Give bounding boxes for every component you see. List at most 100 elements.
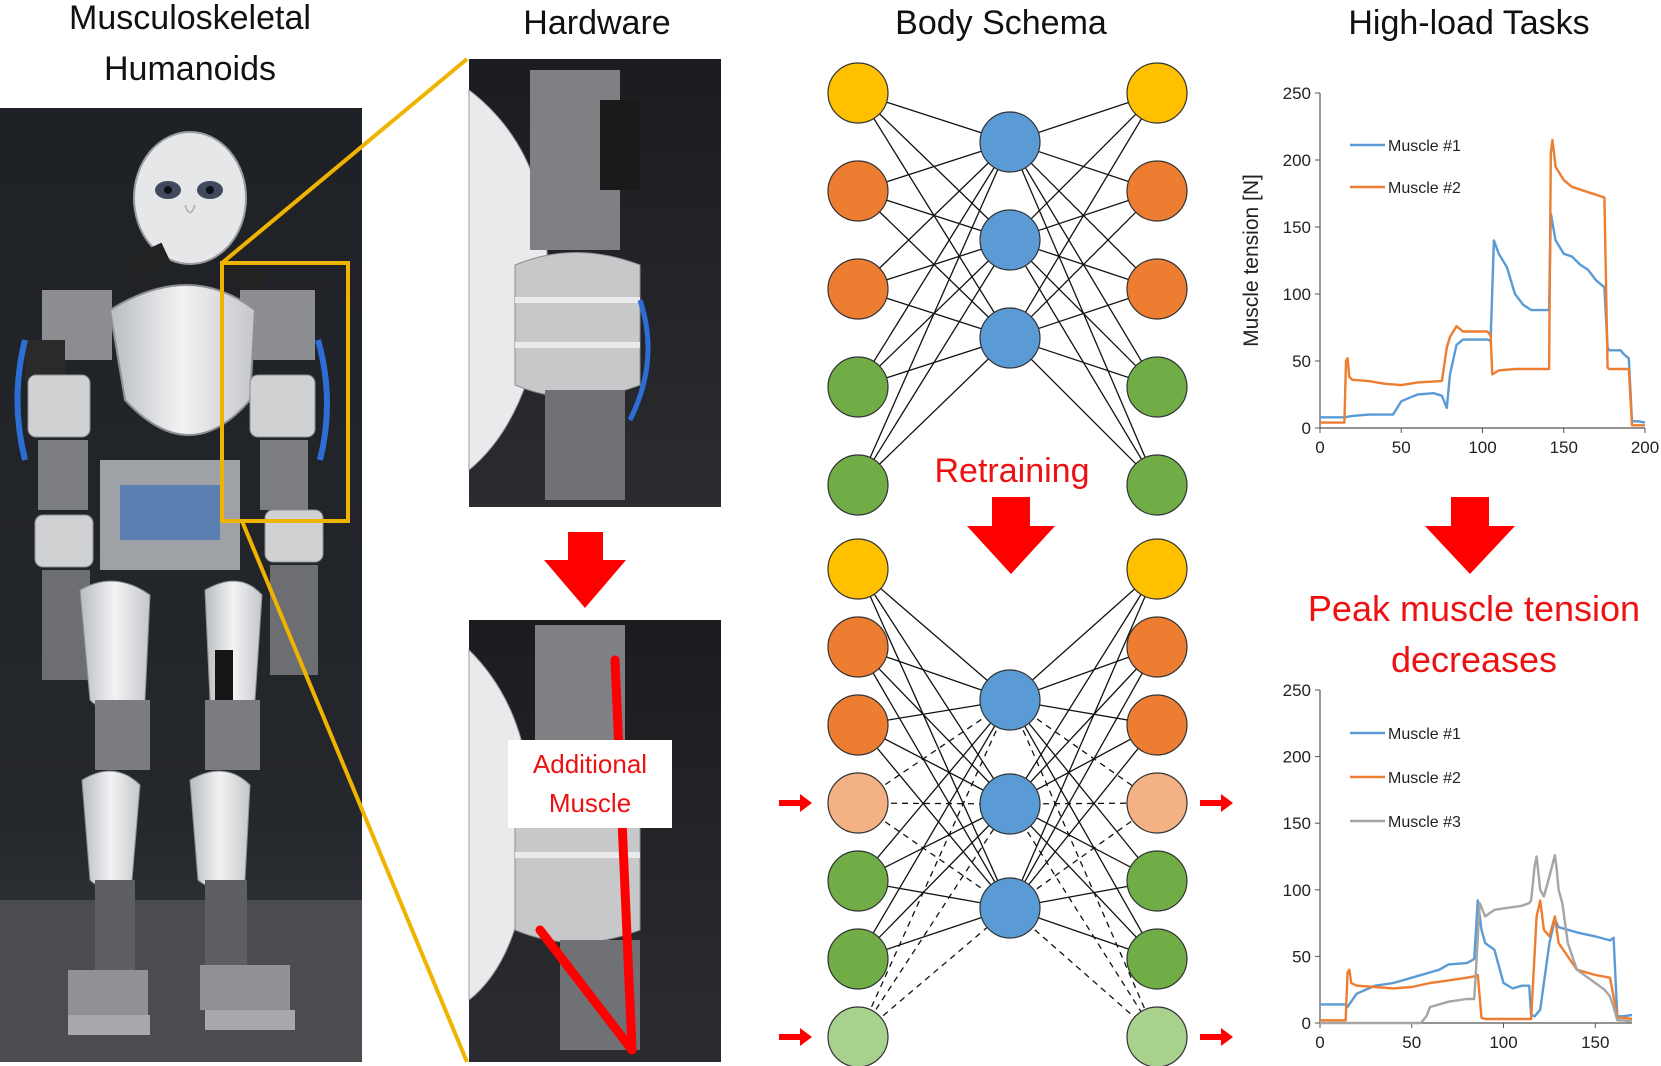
connection-h2-out4 [1009,337,1158,486]
connections [857,568,1158,1038]
series-line-1 [1320,899,1633,1018]
y-tick-label-100: 100 [1283,285,1311,304]
x-tick-label-200: 200 [1631,438,1659,457]
x-tick-label-0: 0 [1315,1033,1324,1052]
legend-label-2: Muscle #2 [1388,180,1461,197]
input-neuron-4 [827,772,889,834]
x-tick-label-100: 100 [1468,438,1496,457]
connection-in2-h2 [857,724,1011,909]
connection-h2-out0 [1009,568,1158,909]
y-tick-label-200: 200 [1283,748,1311,767]
input-neuron-6 [827,928,889,990]
connection-h2-out2 [1009,724,1158,909]
connection-h1-out6 [1009,803,1158,1038]
y-axis-label: Muscle tension [N] [1240,174,1263,347]
hardware-photo-after: Additional Muscle [468,620,721,1062]
new-output-arrow-2 [1200,1028,1233,1046]
input-neuron-1 [827,538,889,600]
x-tick-label-50: 50 [1392,438,1411,457]
x-tick-label-50: 50 [1402,1033,1421,1052]
retraining-down-arrow [967,497,1055,574]
output-neuron-1 [1126,62,1188,124]
additional-muscle-label-line2: Muscle [549,788,631,818]
hidden-neuron-2 [979,209,1041,271]
y-tick-label-250: 250 [1283,84,1311,103]
output-neuron-2 [1126,616,1188,678]
connection-h2-out3 [1009,802,1158,909]
legend-label-2: Muscle #2 [1388,770,1461,787]
y-tick-label-0: 0 [1302,1014,1311,1033]
series-line-3 [1320,854,1633,1025]
hardware-down-arrow [544,532,626,608]
additional-muscle-label-box [508,740,672,828]
input-neuron-3 [827,694,889,756]
y-tick-label-150: 150 [1283,814,1311,833]
hidden-neuron-3 [979,877,1041,939]
connection-in3-h0 [857,699,1011,804]
new-input-arrow-2 [779,1028,812,1046]
input-neuron-2 [827,616,889,678]
x-tick-label-0: 0 [1315,438,1324,457]
connection-in0-h2 [857,568,1011,909]
connection-in5-h1 [857,803,1011,960]
new-output-arrow-1 [1200,794,1233,812]
additional-muscle-line-vertical [610,655,637,1055]
header-humanoids: Humanoids [104,50,276,88]
legend-label-1: Muscle #1 [1388,726,1461,743]
peak-tension-label-line2: decreases [1391,639,1557,680]
output-neuron-3 [1126,694,1188,756]
peak-tension-label-line1: Peak muscle tension [1308,588,1640,629]
connection-in4-h0 [857,141,1011,486]
legend-label-1: Muscle #1 [1388,138,1461,155]
header-body-schema: Body Schema [895,4,1107,42]
input-neuron-5 [827,454,889,516]
body-schema-network-bottom [827,538,1188,1066]
connection-in0-h0 [857,568,1011,701]
output-neuron-7 [1126,1006,1188,1066]
retraining-label: Retraining [935,452,1090,490]
connection-in6-h2 [857,907,1011,1038]
header-musculoskeletal: Musculoskeletal [69,0,311,37]
additional-muscle-label-line1: Additional [533,749,647,779]
connection-h1-out1 [1009,646,1158,805]
tasks-down-arrow [1425,497,1515,574]
series-line-1 [1320,212,1646,424]
connection-in0-h1 [857,568,1011,805]
output-neuron-6 [1126,928,1188,990]
connection-h1-out0 [1009,92,1158,241]
connection-in2-h0 [857,141,1011,290]
input-neuron-2 [827,160,889,222]
output-neuron-5 [1126,454,1188,516]
x-tick-label-150: 150 [1550,438,1578,457]
x-tick-label-100: 100 [1489,1033,1517,1052]
legend-label-3: Muscle #3 [1388,814,1461,831]
y-tick-label-0: 0 [1302,419,1311,438]
output-neuron-1 [1126,538,1188,600]
hidden-neuron-1 [979,669,1041,731]
zoom-line-top [220,57,469,265]
connection-h0-out0 [1009,568,1158,701]
connection-h0-out4 [1009,699,1158,882]
x-tick-label-150: 150 [1581,1033,1609,1052]
input-neuron-4 [827,356,889,418]
connection-h1-out0 [1009,568,1158,805]
hidden-neuron-2 [979,773,1041,835]
connection-in5-h0 [857,699,1011,960]
header-high-load-tasks: High-load Tasks [1348,4,1589,42]
new-input-arrow-1 [779,794,812,812]
connection-in4-h2 [857,337,1011,486]
input-neuron-5 [827,850,889,912]
zoom-line-bottom [240,520,469,1063]
connection-h2-out1 [1009,190,1158,339]
connection-h0-out5 [1009,699,1158,960]
connection-h0-out3 [1009,699,1158,804]
connection-h1-out5 [1009,803,1158,960]
input-neuron-1 [827,62,889,124]
y-tick-label-250: 250 [1283,681,1311,700]
output-neuron-4 [1126,356,1188,418]
output-neuron-2 [1126,160,1188,222]
y-tick-label-150: 150 [1283,218,1311,237]
robot-photo [0,108,362,1062]
